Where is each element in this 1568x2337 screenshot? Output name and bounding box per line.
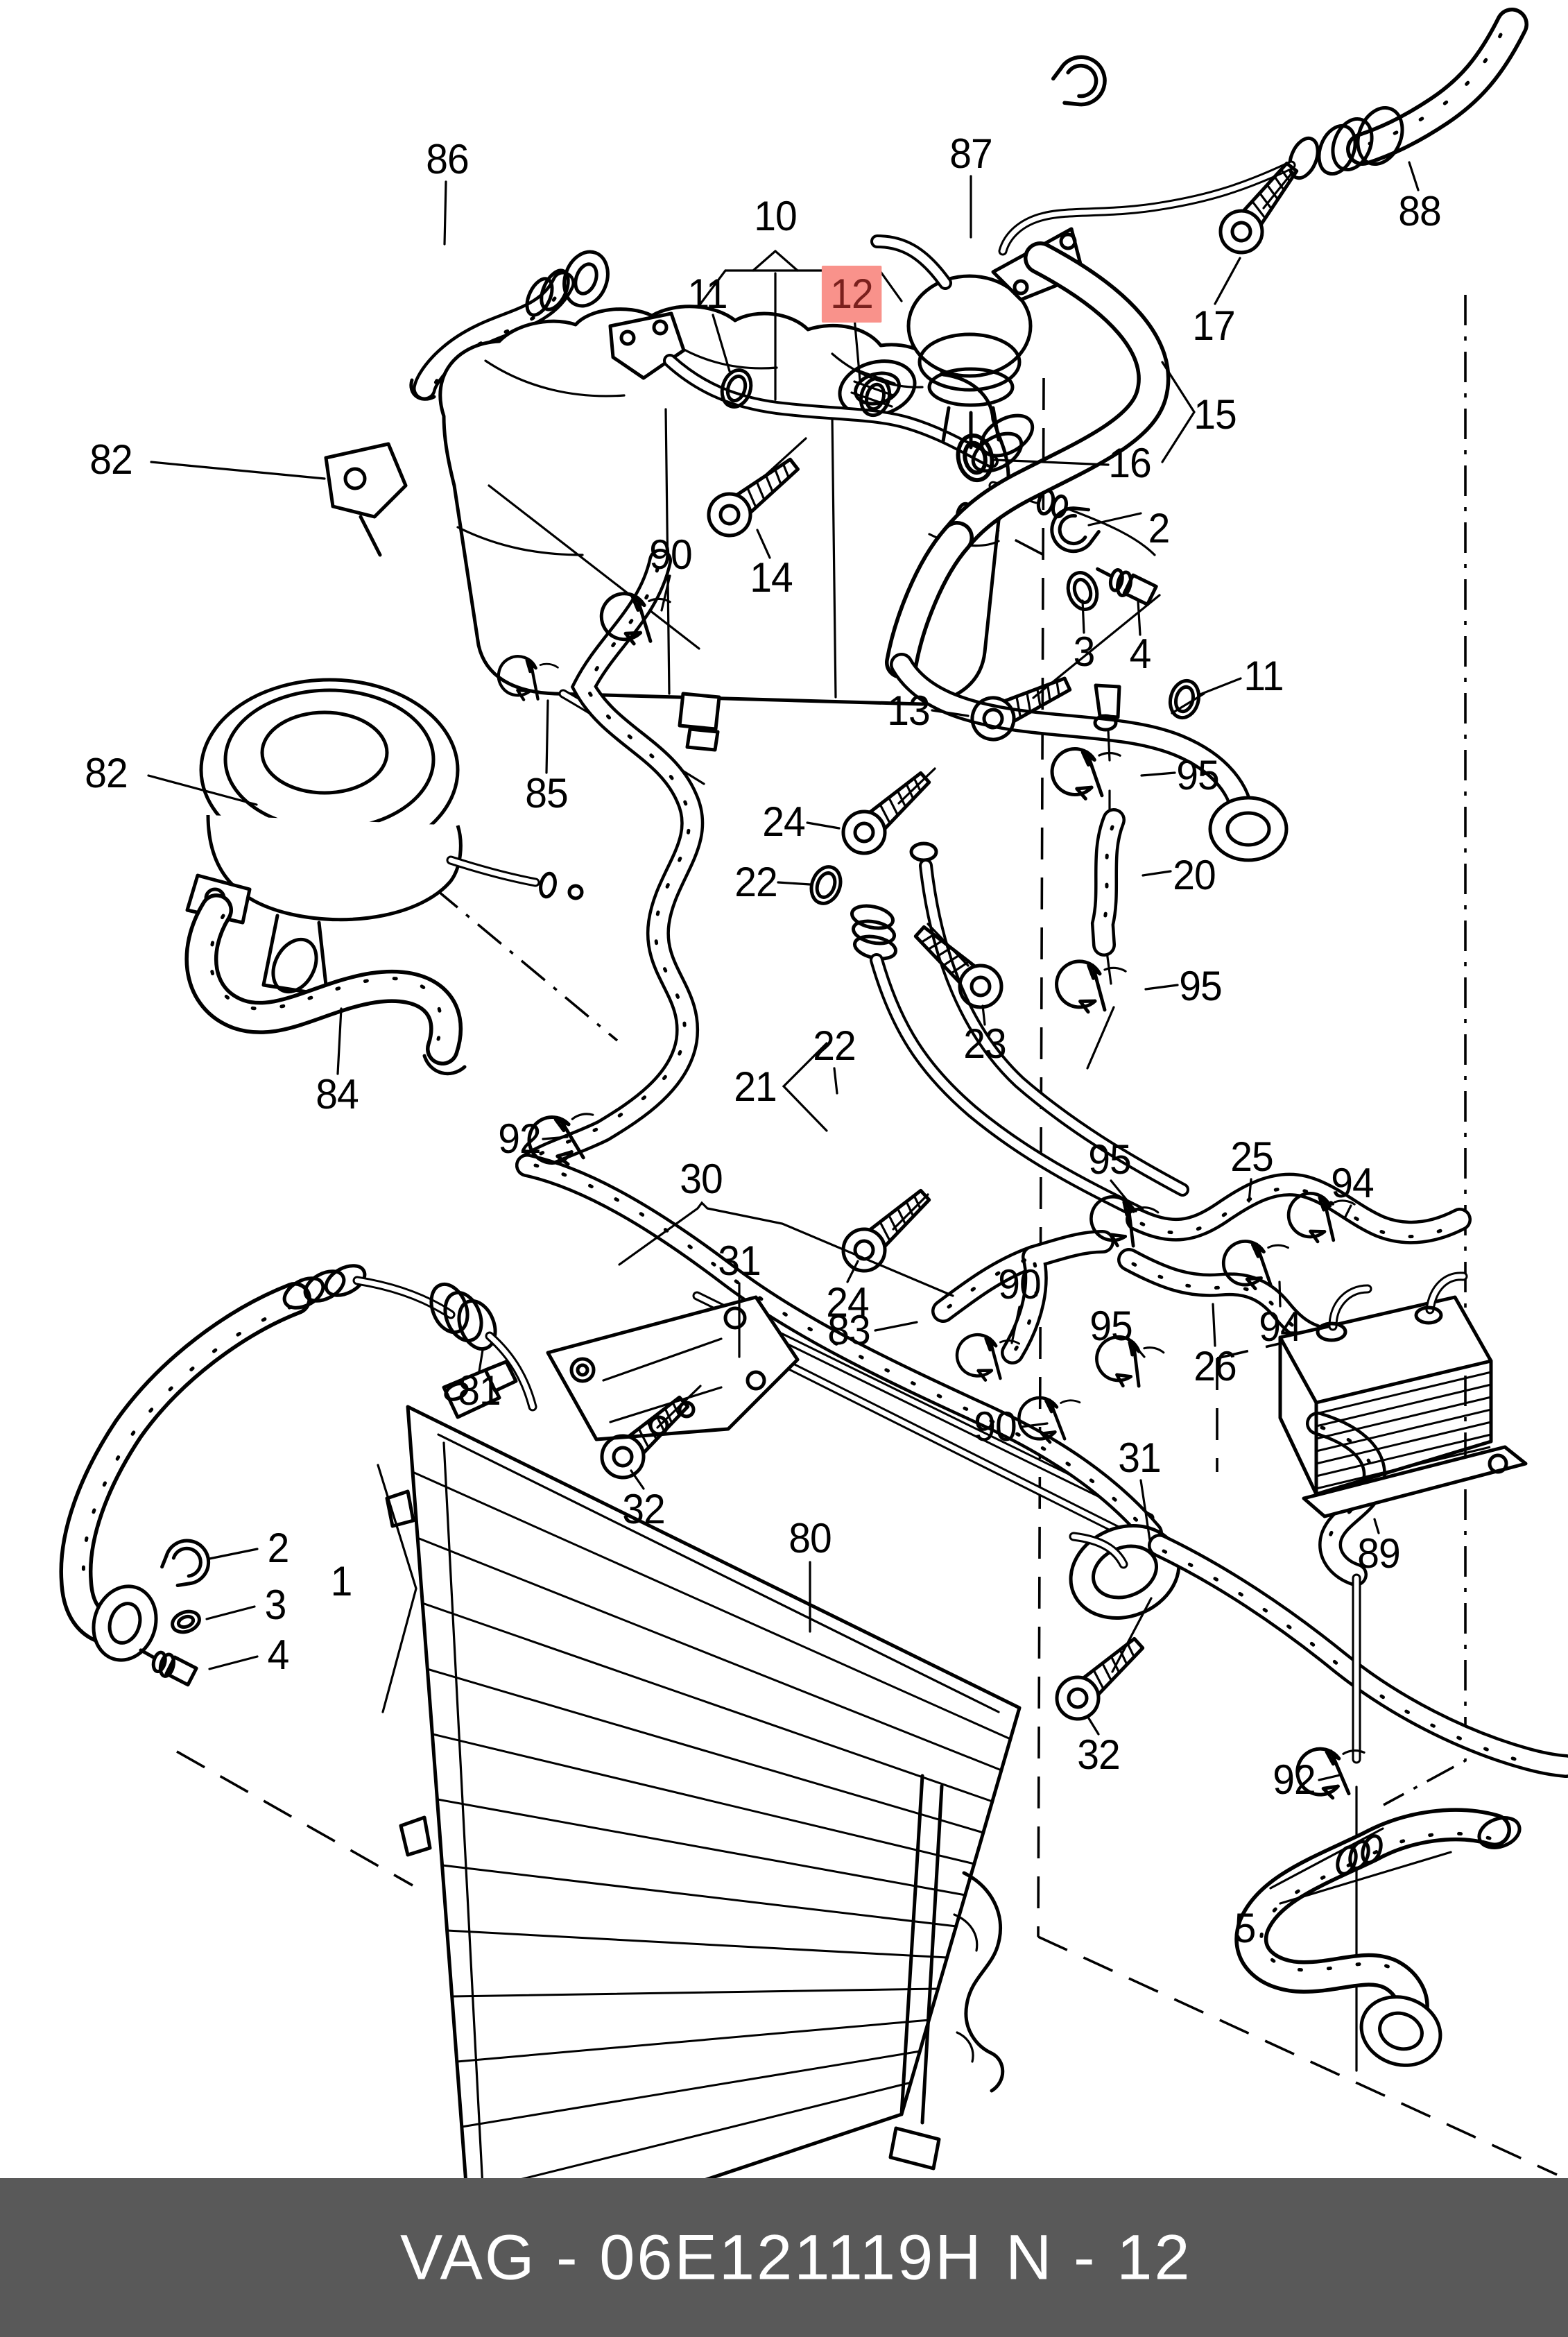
callout-84[interactable]: 84 [316,1071,359,1118]
pipes-21 [807,841,1189,1219]
callout-80[interactable]: 80 [789,1515,832,1561]
radiator-80 [385,1360,1181,2260]
callout-85[interactable]: 85 [525,770,568,816]
callout-81[interactable]: 81 [458,1367,501,1414]
hose-left-network [515,549,1163,1545]
callout-90[interactable]: 90 [974,1403,1017,1450]
hoses-25-26 [1085,1172,1472,1586]
callout-22[interactable]: 22 [813,1022,856,1069]
pipe-10 [608,311,999,527]
callout-14[interactable]: 14 [750,554,793,601]
callout-13[interactable]: 13 [887,687,930,734]
bracket-81 [429,1282,800,1441]
tank-cap-82 [185,678,584,998]
callout-31[interactable]: 31 [718,1238,761,1284]
expansion-tank-82 [324,305,1156,752]
screws [594,155,1309,1728]
callout-25[interactable]: 25 [1230,1133,1273,1180]
oil-cooler-89 [1216,1272,1528,1518]
callout-92[interactable]: 92 [1273,1756,1316,1803]
leader-lines [147,161,1452,1905]
footer-bar: VAG - 06E121119H N - 12 [0,2178,1568,2337]
callout-95[interactable]: 95 [1088,1136,1131,1183]
callout-17[interactable]: 17 [1192,302,1235,349]
callout-24[interactable]: 24 [826,1279,869,1326]
callout-10[interactable]: 10 [754,193,797,239]
callout-3[interactable]: 3 [1073,628,1096,675]
callout-4[interactable]: 4 [1129,631,1152,677]
callout-32[interactable]: 32 [1077,1731,1120,1778]
callout-5[interactable]: 5 [1234,1905,1257,1951]
callout-94[interactable]: 94 [1259,1303,1302,1350]
callout-4[interactable]: 4 [267,1632,290,1678]
callout-26[interactable]: 26 [1194,1343,1237,1389]
hose-lower-left [59,1264,456,1662]
pipe-13-elbow [890,653,1289,1070]
callout-2[interactable]: 2 [1148,505,1171,551]
callout-3[interactable]: 3 [264,1582,287,1628]
callout-30[interactable]: 30 [680,1156,723,1202]
callout-12-highlighted[interactable]: 12 [821,266,882,323]
callout-94[interactable]: 94 [1331,1160,1374,1206]
callout-86[interactable]: 86 [426,136,469,182]
hose-84 [184,893,467,1076]
callout-82[interactable]: 82 [85,750,128,796]
callout-22[interactable]: 22 [734,859,777,905]
callout-95[interactable]: 95 [1176,752,1219,798]
hose-83 [931,1230,1114,1385]
hose-88 [998,8,1528,256]
callout-87[interactable]: 87 [949,130,992,177]
callout-88[interactable]: 88 [1398,188,1441,234]
callout-1[interactable]: 1 [330,1558,353,1604]
callout-16[interactable]: 16 [1108,440,1151,486]
callout-21[interactable]: 21 [734,1063,777,1110]
hose-5-group [1148,1534,1568,2072]
callout-20[interactable]: 20 [1173,852,1216,898]
callout-11[interactable]: 11 [687,271,727,317]
footer-part-code: VAG - 06E121119H [400,2222,983,2293]
callout-32[interactable]: 32 [622,1486,665,1532]
footer-page-ref: N - 12 [1006,2222,1192,2293]
callout-23[interactable]: 23 [963,1020,1006,1067]
callout-90[interactable]: 90 [998,1261,1041,1308]
callout-15[interactable]: 15 [1194,391,1237,438]
callout-24[interactable]: 24 [762,798,805,845]
hose-15 [885,241,1171,679]
callout-2[interactable]: 2 [267,1525,290,1571]
callout-82[interactable]: 82 [89,436,132,483]
callout-83[interactable]: 83 [827,1307,870,1353]
callout-92[interactable]: 92 [498,1115,541,1162]
callout-89[interactable]: 89 [1357,1530,1400,1577]
small-parts [139,501,1158,1687]
hose-86 [409,250,610,401]
callout-11[interactable]: 11 [1243,653,1284,699]
callout-31[interactable]: 31 [1118,1435,1161,1481]
callout-95[interactable]: 95 [1179,963,1222,1009]
callout-95[interactable]: 95 [1089,1303,1132,1349]
callout-90[interactable]: 90 [649,531,692,578]
